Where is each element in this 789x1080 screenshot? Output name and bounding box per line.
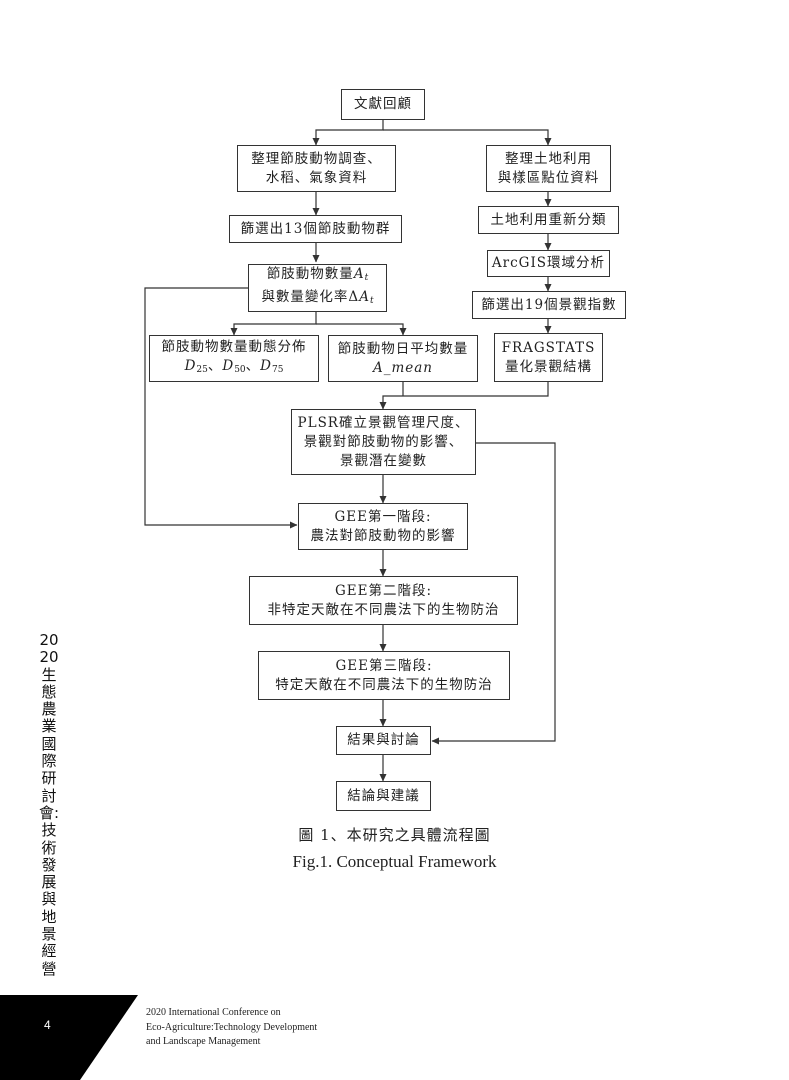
abundance-box: 節肢動物數量At 與數量變化率ΔAt <box>248 264 387 312</box>
dynamics-line1: 節肢動物數量動態分佈 <box>161 338 307 355</box>
arrow-abundance-to-daily <box>316 323 407 336</box>
select-indices-label: 篩選出19個景觀指數 <box>481 296 617 313</box>
organize-arthropod-line1: 整理節肢動物調查、 <box>251 150 382 167</box>
gee1-line2: 農法對節肢動物的影響 <box>310 527 456 544</box>
footer-line-1: 2020 International Conference on <box>146 1007 281 1018</box>
organize-landuse-line1: 整理土地利用 <box>505 150 592 167</box>
lit-review-box: 文獻回顧 <box>341 89 425 120</box>
conclusion-label: 結論與建議 <box>347 787 420 804</box>
arrow-lit-to-arthropod <box>312 120 384 146</box>
landuse-reclass-label: 土地利用重新分類 <box>490 211 607 228</box>
daily-mean-box: 節肢動物日平均數量 A_mean <box>328 335 478 382</box>
side-conference-title: 2020生態農業國際研討會:技術發展與地景經營 <box>38 631 60 978</box>
arrow-merge-to-plsr <box>383 382 549 409</box>
fragstats-box: FRAGSTATS 量化景觀結構 <box>494 333 603 382</box>
select-groups-box: 篩選出13個節肢動物群 <box>229 215 402 243</box>
gee3-box: GEE第三階段: 特定天敵在不同農法下的生物防治 <box>258 651 510 700</box>
lit-review-label: 文獻回顧 <box>354 96 412 112</box>
select-indices-box: 篩選出19個景觀指數 <box>472 291 626 319</box>
gee2-line1: GEE第二階段: <box>334 582 433 599</box>
dynamics-line2: D25、D50、D75 <box>184 357 284 375</box>
plsr-line2: 景觀對節肢動物的影響、 <box>303 433 464 450</box>
figure-caption-zh: 圖 1、本研究之具體流程圖 <box>298 826 491 844</box>
results-box: 結果與討論 <box>336 726 431 755</box>
plsr-line3: 景觀潛在變數 <box>340 452 427 469</box>
arrow-lit-to-landuse <box>383 129 552 146</box>
fragstats-line1: FRAGSTATS <box>501 339 596 356</box>
organize-landuse-box: 整理土地利用 與樣區點位資料 <box>486 145 611 192</box>
arrow-plsr-to-results <box>431 442 556 745</box>
footer-line-2: Eco-Agriculture:Technology Development <box>146 1021 318 1033</box>
dynamics-box: 節肢動物數量動態分佈 D25、D50、D75 <box>149 335 319 382</box>
gee3-line1: GEE第三階段: <box>335 657 433 674</box>
select-groups-label: 篩選出13個節肢動物群 <box>240 220 391 237</box>
landuse-reclass-box: 土地利用重新分類 <box>478 206 619 234</box>
conclusion-box: 結論與建議 <box>336 781 431 811</box>
footer-conference-name: 2020 International Conference on Eco-Agr… <box>146 1006 317 1050</box>
arrow-abundance-to-gee1 <box>144 287 298 529</box>
organize-arthropod-line2: 水稻、氣象資料 <box>265 169 368 186</box>
fragstats-line2: 量化景觀結構 <box>505 358 592 375</box>
gee2-line2: 非特定天敵在不同農法下的生物防治 <box>267 601 500 618</box>
gee3-line2: 特定天敵在不同農法下的生物防治 <box>275 676 493 693</box>
arrow-abundance-to-dynamics <box>230 312 317 336</box>
footer-black-shape <box>0 995 138 1080</box>
daily-mean-line2: A_mean <box>372 359 434 376</box>
gee2-box: GEE第二階段: 非特定天敵在不同農法下的生物防治 <box>249 576 518 625</box>
abundance-line1: 節肢動物數量At <box>266 266 369 283</box>
arcgis-label: ArcGIS環域分析 <box>491 255 606 271</box>
gee1-box: GEE第一階段: 農法對節肢動物的影響 <box>298 503 468 550</box>
gee1-line1: GEE第一階段: <box>334 508 432 525</box>
organize-arthropod-box: 整理節肢動物調查、 水稻、氣象資料 <box>237 145 396 192</box>
arcgis-box: ArcGIS環域分析 <box>487 250 610 277</box>
figure-caption-en: Fig.1. Conceptual Framework <box>292 852 497 871</box>
footer-line-3: and Landscape Management <box>146 1036 261 1047</box>
organize-landuse-line2: 與樣區點位資料 <box>497 169 600 186</box>
page-number: 4 <box>44 1018 51 1032</box>
abundance-line2: 與數量變化率ΔAt <box>261 289 374 306</box>
results-label: 結果與討論 <box>347 732 420 748</box>
plsr-box: PLSR確立景觀管理尺度、 景觀對節肢動物的影響、 景觀潛在變數 <box>291 409 476 475</box>
daily-mean-line1: 節肢動物日平均數量 <box>337 340 469 357</box>
plsr-line1: PLSR確立景觀管理尺度、 <box>297 414 470 431</box>
